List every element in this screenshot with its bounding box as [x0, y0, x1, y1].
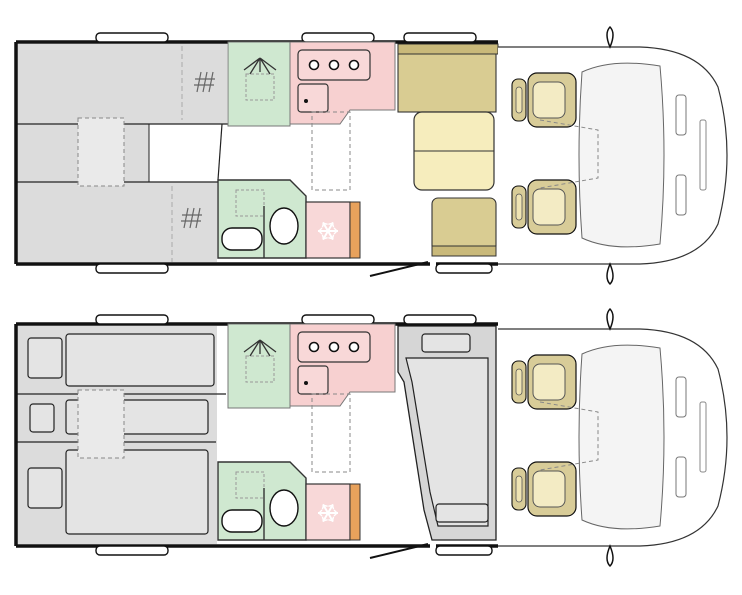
- vent-slot: [675, 456, 687, 498]
- counter-edge: [349, 201, 361, 259]
- window-icon: [95, 545, 169, 556]
- toilet-icon: [269, 489, 299, 527]
- seat-cushion: [532, 81, 566, 119]
- cabinet-outline: [311, 111, 351, 191]
- toilet-icon: [269, 207, 299, 245]
- bench-seat: [431, 197, 497, 253]
- pillow: [27, 337, 63, 379]
- mirror-icon: [606, 544, 614, 568]
- bench-back: [397, 43, 499, 55]
- window-icon: [95, 32, 169, 43]
- shower-tray: [245, 73, 275, 101]
- snowflake-icon: [318, 221, 338, 241]
- shower-icon: [243, 339, 277, 357]
- snowflake-icon: [318, 503, 338, 523]
- vent-slot: [699, 119, 707, 191]
- mirror-icon: [606, 307, 614, 331]
- pillow: [29, 403, 55, 433]
- shower-tray: [235, 189, 265, 217]
- bench-seat: [397, 43, 497, 113]
- drain: [304, 381, 308, 385]
- window-icon: [435, 545, 493, 556]
- cabinet-outline: [311, 393, 351, 473]
- rear-bed: [17, 44, 227, 124]
- ladder-icon: [194, 71, 215, 93]
- window-icon: [403, 32, 477, 43]
- counter-edge: [349, 483, 361, 541]
- pillow: [435, 503, 489, 523]
- window-icon: [435, 263, 493, 274]
- seat-cushion: [532, 188, 566, 226]
- armrest-pad: [515, 86, 523, 114]
- window-icon: [403, 314, 477, 325]
- hatch-outline: [77, 389, 125, 459]
- mirror-icon: [606, 262, 614, 286]
- rear-bed: [17, 182, 217, 262]
- shower-icon: [243, 57, 277, 75]
- mattress: [405, 357, 489, 527]
- vent-slot: [699, 401, 707, 473]
- vent-slot: [675, 376, 687, 418]
- stove-burner-icon: [328, 59, 340, 71]
- sink-icon: [297, 83, 329, 113]
- window-icon: [301, 32, 375, 43]
- door-icon: [369, 261, 429, 277]
- stove-burner-icon: [308, 341, 320, 353]
- vent-slot: [675, 94, 687, 136]
- dashboard: [578, 62, 665, 248]
- swivel-outline: [539, 119, 599, 189]
- window-icon: [95, 314, 169, 325]
- divider: [217, 123, 223, 181]
- stove-burner-icon: [348, 59, 360, 71]
- stove-burner-icon: [308, 59, 320, 71]
- shower-room: [227, 41, 291, 127]
- seat-cushion: [532, 363, 566, 401]
- window-icon: [301, 314, 375, 325]
- ladder-icon: [181, 207, 202, 229]
- stove-burner-icon: [348, 341, 360, 353]
- mattress: [65, 449, 209, 535]
- mattress: [65, 333, 215, 387]
- vent-slot: [675, 174, 687, 216]
- sink-icon: [221, 227, 263, 251]
- drain: [304, 99, 308, 103]
- sink-icon: [297, 365, 329, 395]
- dashboard: [578, 344, 665, 530]
- armrest-pad: [515, 193, 523, 221]
- shower-room: [227, 323, 291, 409]
- shower-tray: [245, 355, 275, 383]
- swivel-outline: [539, 401, 599, 471]
- mirror-icon: [606, 25, 614, 49]
- stove-burner-icon: [328, 341, 340, 353]
- window-icon: [95, 263, 169, 274]
- door-icon: [369, 543, 429, 559]
- sink-icon: [221, 509, 263, 533]
- shower-tray: [235, 471, 265, 499]
- day-layout: [14, 25, 728, 286]
- seat-cushion: [532, 470, 566, 508]
- bench-back: [431, 245, 497, 257]
- hatch-outline: [77, 117, 125, 187]
- night-layout: [14, 307, 728, 568]
- pillow: [421, 333, 471, 353]
- armrest-pad: [515, 475, 523, 503]
- armrest-pad: [515, 368, 523, 396]
- pillow: [27, 467, 63, 509]
